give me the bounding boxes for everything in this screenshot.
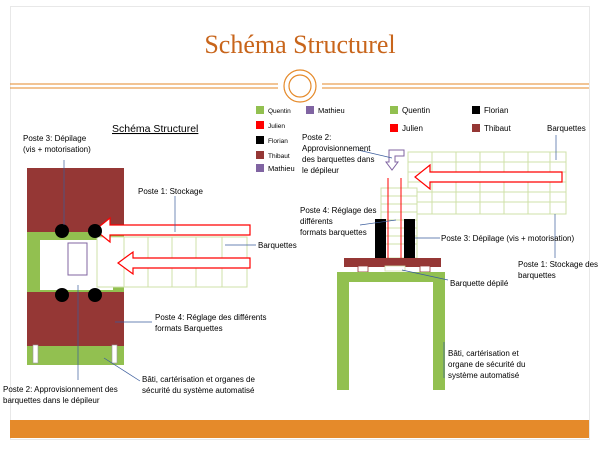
left-screw-1	[55, 224, 69, 238]
leader-depile-right	[401, 269, 449, 281]
left-screw-3	[55, 288, 69, 302]
left-label-barquettes: Barquettes	[258, 241, 297, 250]
footer-bar	[10, 420, 589, 438]
right-plate-foot-2	[419, 265, 431, 273]
right-label-barquette-depile: Barquette dépilé	[450, 279, 509, 288]
legend-label: Julien	[402, 124, 423, 133]
legend-label: Mathieu	[318, 106, 345, 115]
left-green-frame-bottom	[27, 345, 124, 365]
legend-swatch	[256, 151, 264, 159]
leader-bati-left	[103, 357, 141, 382]
right-red-arrow	[414, 163, 563, 191]
left-label-poste3: Poste 3: Dépilage (vis + motorisation)	[23, 134, 91, 154]
right-screw-right	[404, 219, 415, 259]
left-screw-2	[88, 224, 102, 238]
legend-swatch	[472, 106, 480, 114]
left-label-poste4: Poste 4: Réglage des différents formats …	[155, 313, 269, 333]
right-label-bati: Bâti, cartérisation et organe de sécurit…	[448, 349, 528, 380]
legend-left: Quentin Mathieu Julien Florian Thibaut M…	[256, 106, 345, 173]
leader-poste4-right	[359, 219, 397, 226]
right-plate	[344, 258, 441, 267]
right-diagram: Barquettes Poste 2: Approvisionnement de…	[300, 124, 600, 390]
slide-title: Schéma Structurel	[204, 30, 396, 59]
left-label-bati: Bâti, cartérisation et organes de sécuri…	[142, 375, 257, 395]
legend-swatch	[472, 124, 480, 132]
legend-label: Quentin	[402, 106, 430, 115]
legend-swatch	[256, 106, 264, 114]
right-label-poste4: Poste 4: Réglage des différents formats …	[300, 206, 379, 237]
right-green-frame	[337, 272, 445, 390]
legend-label: Thibaut	[268, 153, 290, 160]
legend-label: Mathieu	[268, 164, 295, 173]
legend-label: Florian	[484, 106, 508, 115]
left-red-arrow-top	[94, 216, 251, 244]
right-depiled-tray	[384, 265, 406, 272]
legend-swatch	[256, 164, 264, 172]
left-label-poste1: Poste 1: Stockage	[138, 187, 203, 196]
left-red-arrow-bottom	[116, 250, 251, 276]
legend-label: Florian	[268, 138, 288, 145]
legend-swatch	[256, 136, 264, 144]
left-central-tray	[67, 242, 88, 276]
legend-swatch	[306, 106, 314, 114]
legend-label: Julien	[268, 123, 285, 130]
left-diagram: Schéma Structurel	[3, 123, 297, 405]
legend-swatch	[390, 124, 398, 132]
right-storage-trays	[407, 151, 567, 215]
legend-swatch	[390, 106, 398, 114]
right-plate-foot-1	[357, 265, 369, 273]
leader-poste2-right	[357, 149, 393, 159]
legend-label: Thibaut	[484, 124, 511, 133]
legend-label: Quentin	[268, 108, 291, 115]
right-label-poste2: Poste 2: Approvisionnement des barquette…	[302, 133, 377, 175]
right-label-poste3: Poste 3: Dépilage (vis + motorisation)	[441, 234, 575, 243]
left-label-poste2: Poste 2: Approvisionnement des barquette…	[3, 385, 120, 405]
slide-frame	[10, 6, 590, 440]
right-screw-left	[375, 219, 386, 259]
left-diagram-heading: Schéma Structurel	[112, 123, 198, 135]
left-screw-4	[88, 288, 102, 302]
right-purple-arrow	[385, 149, 405, 171]
left-foot-2	[111, 344, 118, 364]
right-label-poste1: Poste 1: Stockage des barquettes	[518, 260, 600, 280]
right-label-barquettes: Barquettes	[547, 124, 586, 133]
legend-swatch	[256, 121, 264, 129]
left-red-block-bottom	[27, 292, 124, 346]
legend-right: Quentin Florian Julien Thibaut	[390, 106, 511, 133]
left-foot-1	[32, 344, 39, 364]
